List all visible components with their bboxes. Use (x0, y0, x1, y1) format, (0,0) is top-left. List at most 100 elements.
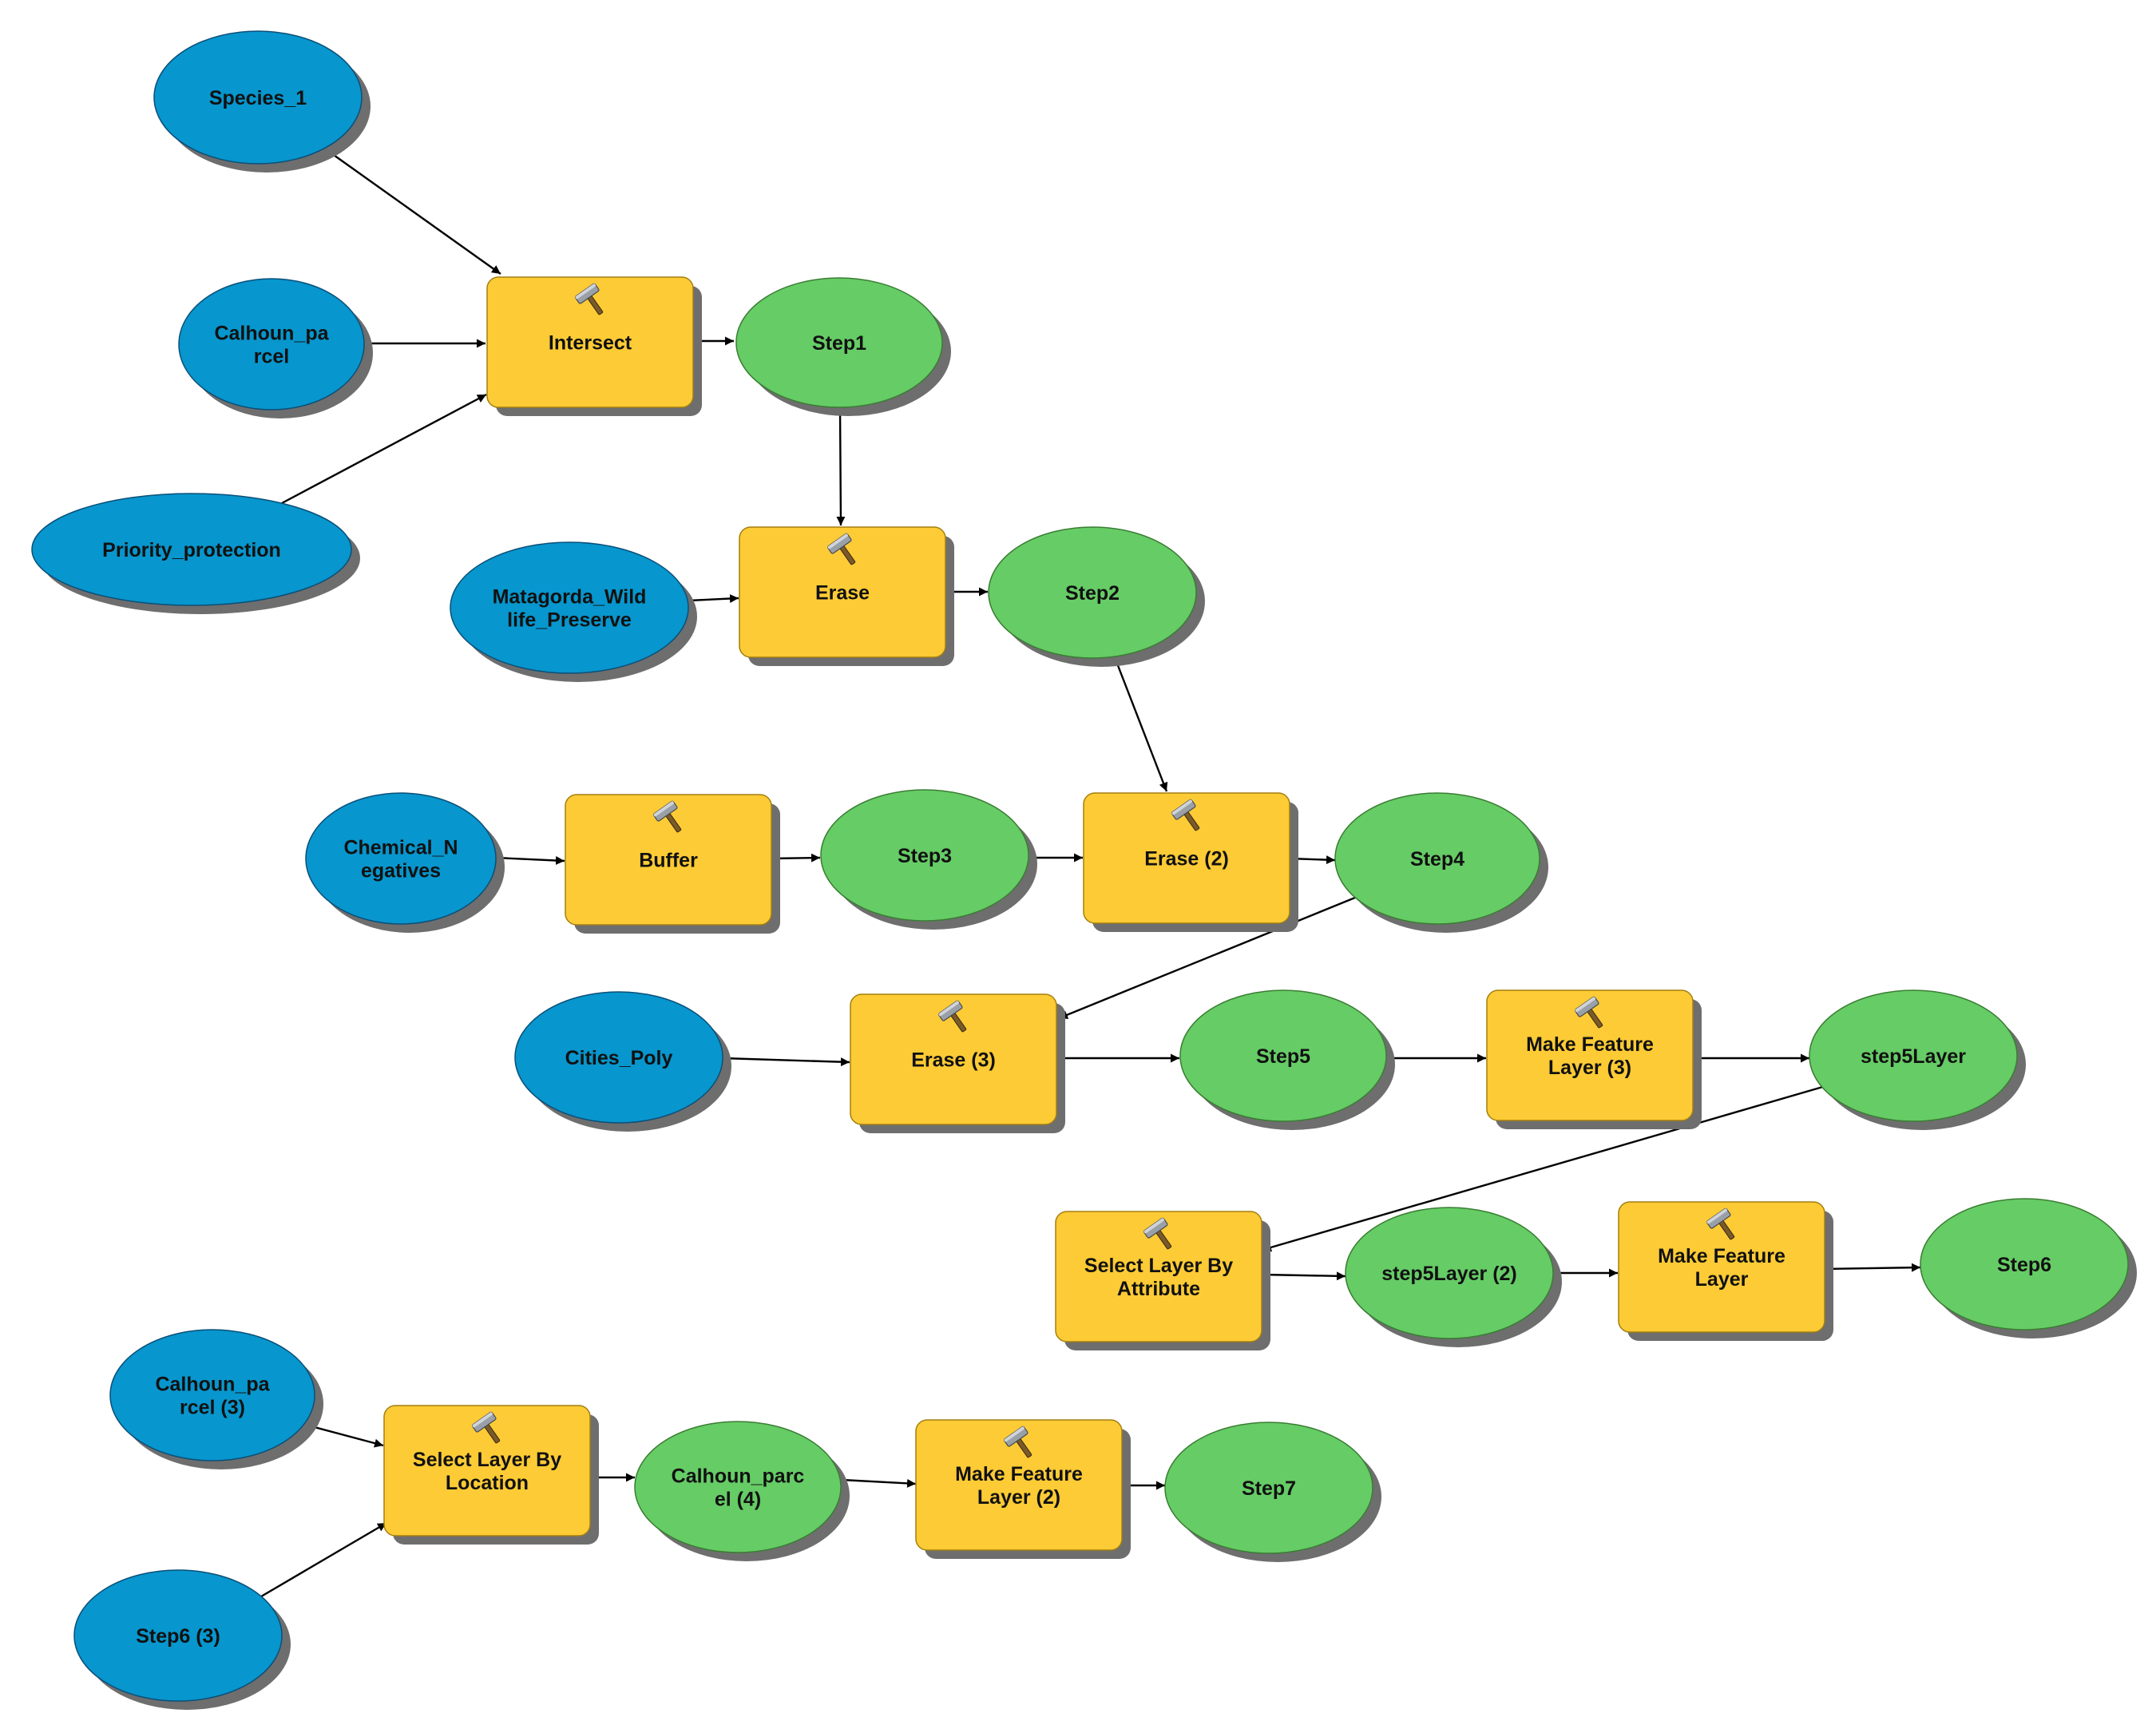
node-label: Step5 (1256, 1045, 1310, 1068)
connector-arrow (1113, 656, 1168, 792)
tool-box (383, 1405, 591, 1537)
output-data-node-step1[interactable]: Step1 (735, 277, 951, 416)
output-data-node-step2[interactable]: Step2 (988, 526, 1205, 667)
node-label: egatives (361, 860, 441, 882)
node-label: Buffer (639, 850, 698, 872)
node-label: Make Feature (1658, 1245, 1785, 1267)
connector-arrow (1058, 896, 1356, 1020)
node-label: Location (446, 1472, 529, 1494)
node-label: Priority_protection (102, 539, 281, 561)
node-label: Calhoun_pa (155, 1374, 270, 1396)
output-ellipse (1334, 792, 1540, 925)
connector-arrow (256, 1521, 387, 1600)
tool-node-erase-3[interactable]: Erase (3) (850, 993, 1065, 1133)
input-data-node-step6-3[interactable]: Step6 (3) (73, 1569, 291, 1710)
input-ellipse (305, 792, 497, 925)
output-ellipse (1164, 1422, 1373, 1554)
output-ellipse (988, 526, 1197, 659)
tool-node-erase[interactable]: Erase (739, 526, 954, 666)
input-data-node-cities-poly[interactable]: Cities_Poly (514, 991, 731, 1132)
node-label: Step3 (898, 845, 952, 867)
tool-box (1486, 989, 1694, 1121)
input-ellipse (514, 991, 723, 1124)
tool-box (739, 526, 946, 658)
output-ellipse (735, 277, 943, 408)
tool-box (486, 276, 694, 408)
output-data-node-step7[interactable]: Step7 (1164, 1422, 1381, 1562)
node-label: Erase (2) (1144, 848, 1229, 870)
input-data-node-priority-protection[interactable]: Priority_protection (31, 493, 360, 614)
tool-box (1083, 792, 1290, 924)
output-ellipse (820, 789, 1029, 922)
tool-box (1055, 1211, 1262, 1342)
output-data-node-step6[interactable]: Step6 (1920, 1198, 2137, 1338)
output-data-node-step5layer-2[interactable]: step5Layer (2) (1345, 1207, 1562, 1347)
node-label: Make Feature (955, 1463, 1083, 1485)
node-label: Layer (2) (977, 1486, 1060, 1509)
tool-node-erase-2[interactable]: Erase (2) (1083, 792, 1298, 932)
connector-arrow (1261, 1271, 1346, 1281)
output-ellipse (1345, 1207, 1554, 1339)
nodes-layer: Species_1Calhoun_parcelPriority_protecti… (31, 30, 2137, 1710)
node-label: life_Preserve (507, 609, 632, 632)
input-ellipse (31, 493, 352, 606)
connector-arrow (836, 406, 846, 526)
connector-arrow (281, 393, 487, 505)
node-label: Step6 (3) (136, 1625, 220, 1648)
node-label: Select Layer By (413, 1449, 561, 1471)
node-label: Cities_Poly (565, 1047, 673, 1069)
node-label: Chemical_N (343, 837, 458, 859)
output-ellipse (1179, 989, 1387, 1122)
node-label: Step4 (1410, 848, 1464, 870)
node-label: el (4) (715, 1489, 761, 1511)
node-label: Species_1 (209, 87, 307, 109)
output-data-node-step4[interactable]: Step4 (1334, 792, 1548, 933)
node-label: Calhoun_parc (672, 1465, 805, 1488)
output-data-node-step3[interactable]: Step3 (820, 789, 1037, 930)
tool-node-intersect[interactable]: Intersect (486, 276, 702, 416)
node-label: Step7 (1242, 1477, 1296, 1500)
node-label: Step2 (1065, 582, 1120, 605)
tool-box (1618, 1201, 1825, 1333)
output-data-node-step5layer[interactable]: step5Layer (1809, 989, 2026, 1130)
node-label: Step1 (812, 332, 866, 355)
node-label: step5Layer (1861, 1045, 1966, 1068)
input-ellipse (153, 30, 363, 165)
input-ellipse (73, 1569, 283, 1702)
node-label: Intersect (549, 332, 632, 355)
connector-arrow (494, 856, 565, 865)
node-label: Erase (815, 582, 870, 605)
connector-arrow (841, 1478, 917, 1488)
connector-arrow (325, 149, 501, 275)
connector-arrow (1824, 1263, 1921, 1272)
node-label: Layer (1695, 1268, 1749, 1291)
input-ellipse (178, 278, 365, 410)
tool-box (915, 1419, 1123, 1551)
connector-arrow (1262, 1085, 1826, 1252)
node-label: step5Layer (2) (1381, 1263, 1517, 1285)
node-label: Layer (3) (1548, 1057, 1631, 1079)
output-data-node-step5[interactable]: Step5 (1179, 989, 1395, 1130)
input-ellipse (109, 1329, 315, 1461)
output-ellipse (1809, 989, 2018, 1122)
output-ellipse (1920, 1198, 2129, 1330)
connector-arrow (722, 1057, 850, 1067)
node-label: Erase (3) (911, 1049, 996, 1072)
tool-node-buffer[interactable]: Buffer (565, 794, 780, 934)
output-ellipse (634, 1421, 842, 1553)
input-data-node-species-1[interactable]: Species_1 (153, 30, 371, 173)
node-label: Select Layer By (1084, 1255, 1233, 1277)
connector-arrow (688, 594, 739, 604)
node-label: Attribute (1117, 1278, 1200, 1300)
node-label: Make Feature (1526, 1033, 1654, 1056)
